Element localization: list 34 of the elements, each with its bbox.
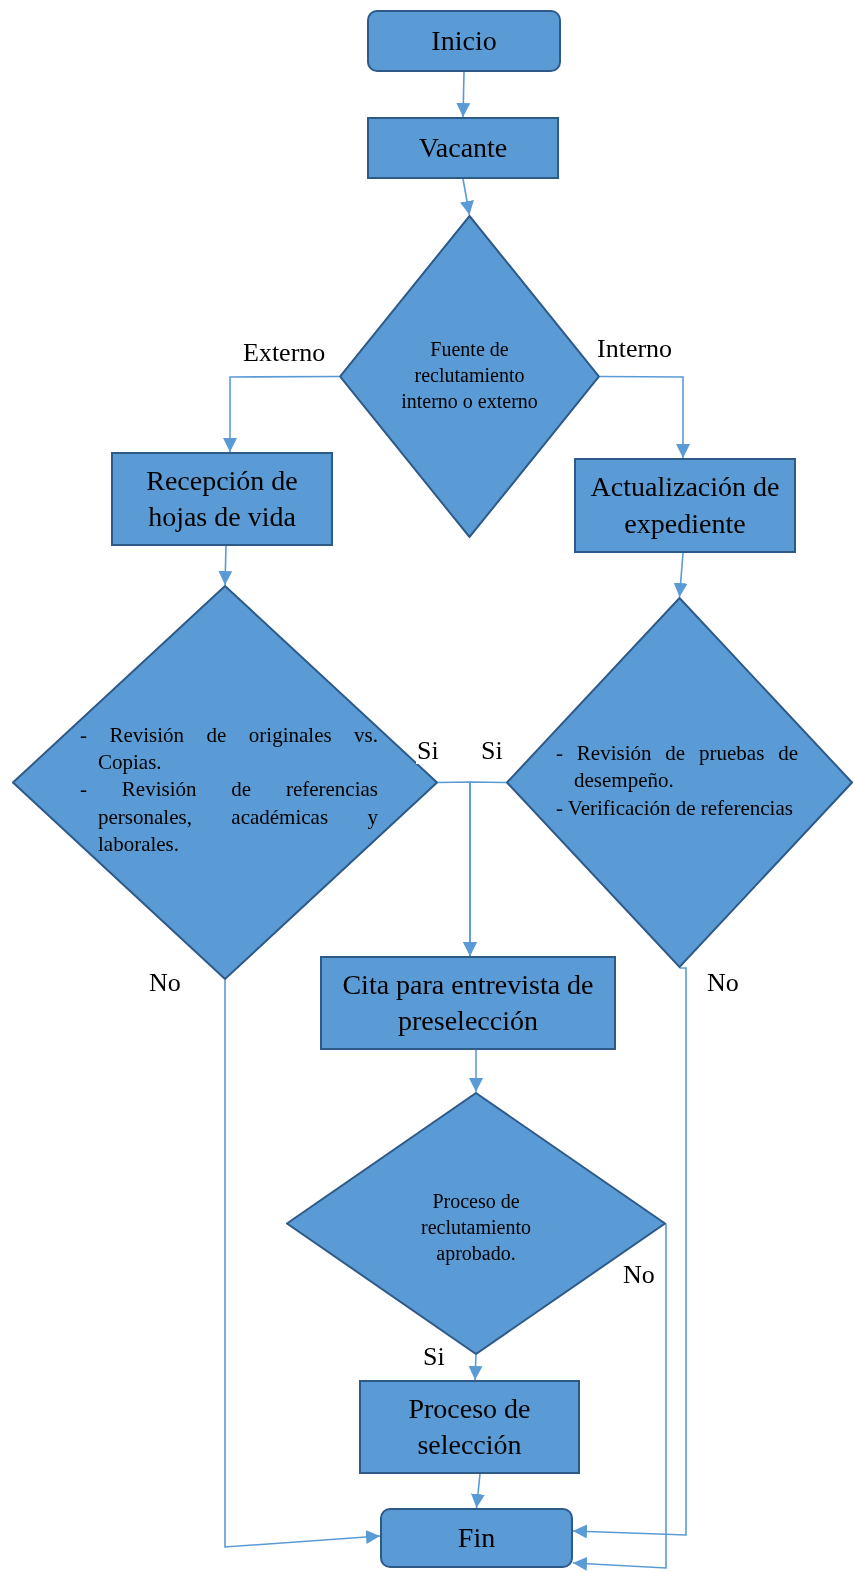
arrow: [572, 1222, 667, 1571]
arrow: [469, 1049, 483, 1093]
arrow: [218, 545, 233, 586]
process-box: [111, 452, 333, 546]
arrow: [673, 552, 688, 598]
decision-diamond: [506, 597, 853, 968]
decision-text: - Revisión de originales vs. Copias.: [80, 721, 378, 777]
decision-text: Fuente de reclutamiento interno o externo: [400, 337, 539, 414]
arrow: [224, 979, 381, 1548]
decision-text: - Revisión de pruebas de desempeño.: [556, 740, 798, 795]
box-label: Recepción de hojas de vida: [145, 463, 299, 534]
decision-text: - Revisión de referencias personales, académicas y laborales.: [80, 776, 378, 858]
arrow: [456, 71, 471, 118]
terminal-box: [367, 10, 561, 72]
box-label: Proceso de selección: [407, 1391, 532, 1462]
arrow: [460, 178, 474, 216]
box-label: Cita para entrevista de preselección: [341, 967, 595, 1038]
arrow: [468, 1354, 483, 1381]
box-label: Fin: [456, 1520, 497, 1555]
process-box: [367, 117, 559, 179]
arrow: [599, 375, 690, 459]
process-box: [574, 458, 796, 553]
process-box: [320, 956, 616, 1050]
arrow: [463, 781, 507, 957]
process-box: [359, 1380, 580, 1474]
decision-text: - Verificación de referencias: [556, 794, 794, 822]
terminal-box: [380, 1508, 573, 1568]
arrow: [223, 375, 340, 453]
box-label: Vacante: [417, 130, 509, 165]
arrow: [470, 1473, 485, 1509]
arrow: [572, 967, 687, 1539]
box-label: Inicio: [430, 23, 498, 58]
box-label: Actualización de expediente: [589, 470, 781, 541]
decision-text: Proceso de reclutamiento aprobado.: [420, 1189, 532, 1266]
